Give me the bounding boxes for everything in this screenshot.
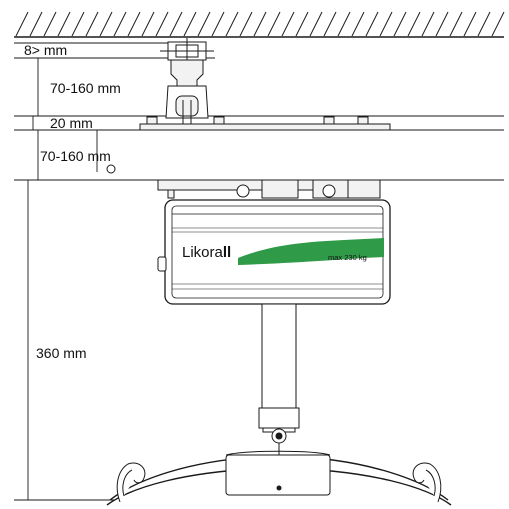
mounting-plate	[139, 116, 391, 131]
ceiling-bracket	[160, 38, 214, 126]
rail-bolt	[106, 164, 116, 174]
ceiling	[14, 11, 505, 38]
rail-carriage	[157, 179, 381, 199]
sling-bar	[106, 450, 452, 506]
rail-height-label: 70-160 mm	[40, 148, 111, 164]
brand-logo: Likorall	[182, 244, 231, 261]
lift-column	[258, 303, 300, 456]
capacity-label: max 230 kg	[328, 253, 367, 262]
trolley-height-label: 70-160 mm	[50, 80, 121, 96]
brand-swoosh	[238, 238, 384, 265]
lift-unit: Likorall max 230 kg	[157, 199, 391, 305]
gap-dimension-label: 8> mm	[24, 42, 67, 58]
lift-drop-label: 360 mm	[36, 345, 87, 361]
plate-dimension-label: 20 mm	[50, 115, 93, 131]
